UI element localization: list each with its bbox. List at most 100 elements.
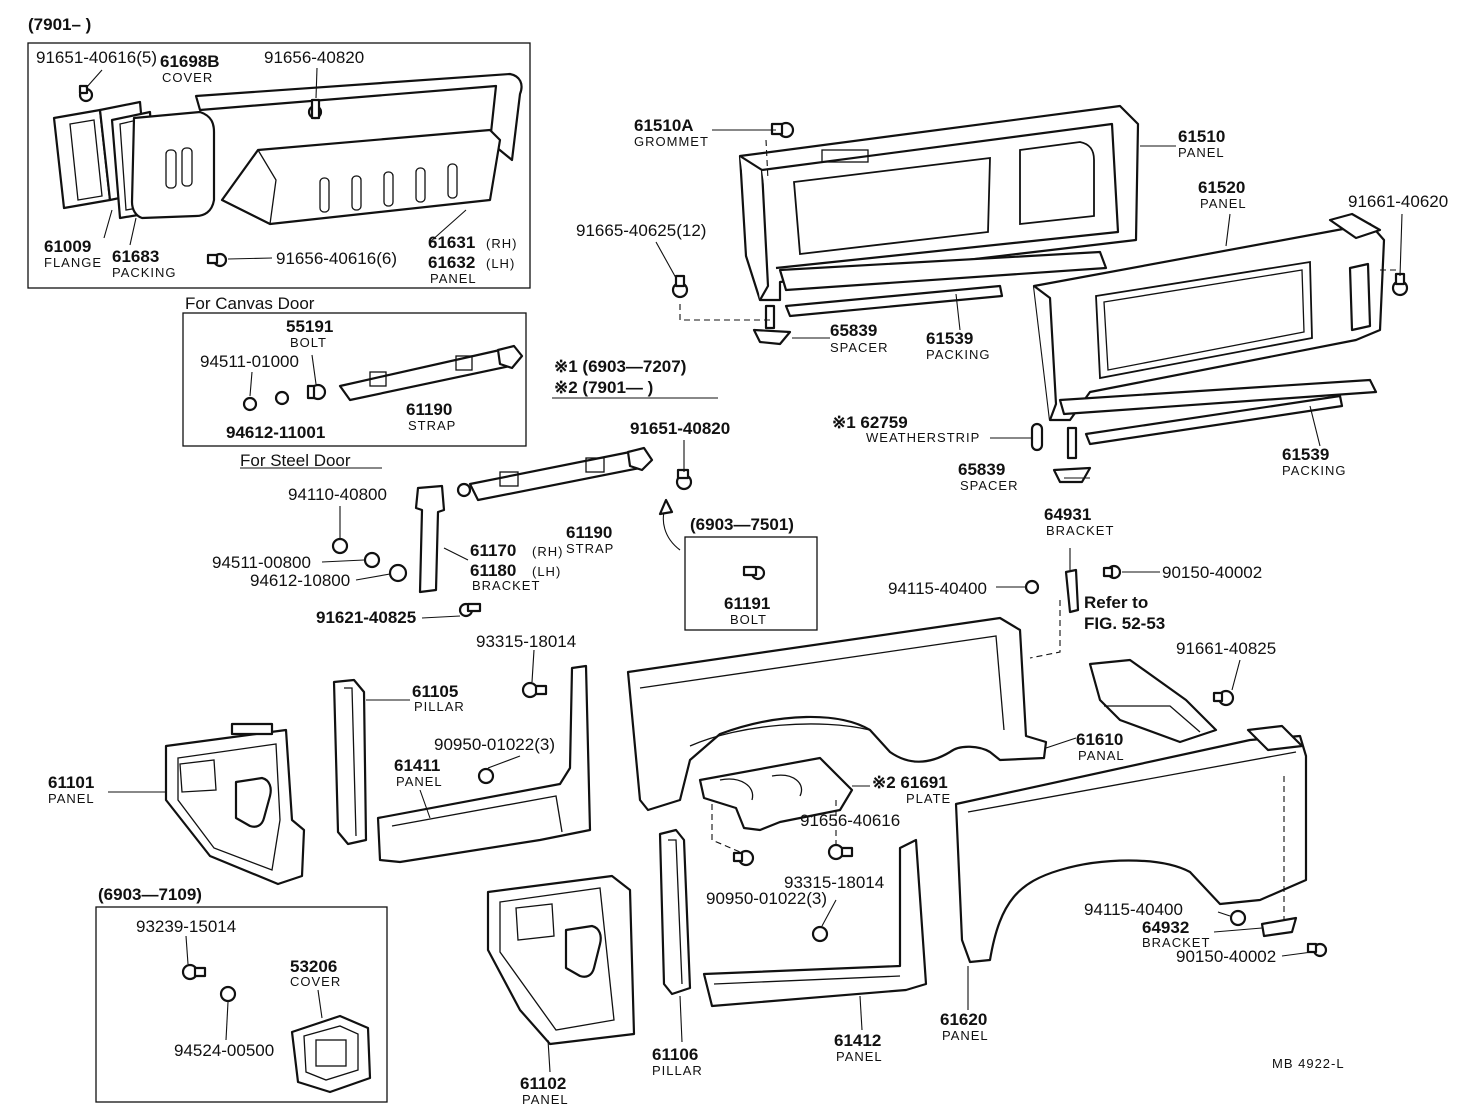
callout-part: 55191 — [286, 317, 333, 336]
box-title-steel-door: For Steel Door — [240, 451, 351, 470]
bracket-64931-area — [1024, 564, 1235, 744]
packing-61539-lower — [1058, 378, 1378, 446]
leaders-bottom — [547, 776, 1313, 1073]
cover-61698b — [130, 110, 216, 220]
callout-name: COVER — [290, 974, 341, 989]
callout-part: 94511-01000 — [200, 352, 299, 371]
fasteners-bottom — [1229, 909, 1328, 958]
callout-part: 91661-40620 — [1348, 192, 1448, 211]
callout-part: 91656-40820 — [264, 48, 364, 67]
callout-part: 94612-10800 — [250, 571, 350, 590]
callout-part: 90950-01022(3) — [706, 889, 827, 908]
callout-part: 93315-18014 — [784, 873, 884, 892]
callout-name: (RH) — [532, 544, 563, 559]
fasteners-upper-right — [671, 121, 1409, 484]
leader-94511-01000 — [249, 371, 253, 397]
box-6903-7501 — [684, 536, 818, 631]
callout-part: 91651-40820 — [630, 419, 730, 438]
callout-name: SPACER — [830, 340, 889, 355]
panel-61620 — [954, 724, 1308, 964]
callout-part: 90150-40002 — [1162, 563, 1262, 582]
callout-part: 61191 — [724, 594, 770, 613]
callout-part: 91651-40616(5) — [36, 48, 157, 67]
callout-part: 61510 — [1178, 127, 1225, 146]
callout-name: BOLT — [730, 612, 767, 627]
callout-part: 64931 — [1044, 505, 1091, 524]
callout-name: PACKING — [1282, 463, 1347, 478]
labels: (7901– ) For Canvas Door For Steel Door … — [28, 15, 1448, 1107]
callout-name: BRACKET — [1046, 523, 1114, 538]
callout-part: 91661-40825 — [1176, 639, 1276, 658]
callout-part: 61539 — [926, 329, 973, 348]
panel-61610 — [626, 616, 1048, 812]
callout-part: 61510A — [634, 116, 694, 135]
callout-part: 61683 — [112, 247, 159, 266]
callout-part: 61190 — [566, 523, 612, 542]
leaders-top-left — [85, 67, 467, 260]
pillar-61106 — [658, 828, 692, 996]
leaders-upper-right — [655, 129, 1403, 479]
callout-part: 94110-40800 — [288, 485, 387, 504]
refer-line-2: FIG. 52-53 — [1084, 614, 1165, 633]
callout-part: 91656-40616(6) — [276, 249, 397, 268]
callout-part: 94612-11001 — [226, 423, 325, 442]
callout-name: PACKING — [926, 347, 991, 362]
callout-name: (LH) — [486, 256, 515, 271]
callout-name: BRACKET — [1142, 935, 1210, 950]
callout-part: 61190 — [406, 400, 452, 419]
callout-part: 94115-40400 — [888, 579, 987, 598]
callout-name: WEATHERSTRIP — [866, 430, 980, 445]
panel-61631 — [194, 72, 523, 226]
callout-name: PACKING — [112, 265, 177, 280]
callout-part: 61539 — [1282, 445, 1329, 464]
panel-61510 — [738, 104, 1140, 302]
callout-name: PANEL — [396, 774, 443, 789]
callout-name: PANAL — [1078, 748, 1125, 763]
cover-53206 — [181, 963, 372, 1094]
callout-name: PILLAR — [414, 699, 465, 714]
canvas-strap-61190 — [242, 344, 524, 412]
box-title-canvas-door: For Canvas Door — [185, 294, 315, 313]
callout-part: 61009 — [44, 237, 91, 256]
callout-part: 61520 — [1198, 178, 1245, 197]
callout-part: 90950-01022(3) — [434, 735, 555, 754]
callout-part: 61105 — [412, 682, 458, 701]
callout-part: 94511-00800 — [212, 553, 311, 572]
panel-61102 — [486, 874, 636, 1046]
callout-name: (LH) — [532, 564, 561, 579]
callout-part: 65839 — [830, 321, 877, 340]
note-1: ※1 (6903—7207) — [554, 357, 686, 376]
box-title-top-left: (7901– ) — [28, 15, 91, 34]
callout-part: 61631 — [428, 233, 475, 252]
callout-part: 61180 — [470, 561, 516, 580]
leader-90950-r — [821, 899, 837, 927]
leaders-middle — [711, 548, 1241, 853]
callout-name: PANEL — [1200, 196, 1247, 211]
callout-name: PANEL — [942, 1028, 989, 1043]
fasteners-steel — [331, 468, 766, 618]
callout-part: 61102 — [520, 1074, 566, 1093]
callout-name: STRAP — [566, 541, 614, 556]
frames — [27, 42, 818, 1103]
callout-name: PANEL — [522, 1092, 569, 1107]
callout-name: BOLT — [290, 335, 327, 350]
callout-part: 61106 — [652, 1045, 698, 1064]
callout-part: 93315-18014 — [476, 632, 576, 651]
callout-name: BRACKET — [472, 578, 540, 593]
pillar-61105 — [332, 678, 368, 846]
callout-name: PANEL — [430, 271, 477, 286]
plate-61691 — [698, 756, 854, 832]
callout-part: 93239-15014 — [136, 917, 236, 936]
panel-61411 — [376, 664, 592, 864]
callout-name: PANEL — [1178, 145, 1225, 160]
callout-part: 61411 — [394, 756, 440, 775]
top-left-box — [27, 42, 531, 289]
callout-part: 61412 — [834, 1031, 881, 1050]
callout-name: PANEL — [48, 791, 95, 806]
panel-61520 — [1032, 212, 1386, 422]
callout-name: STRAP — [408, 418, 456, 433]
packing-61539-upper — [778, 250, 1108, 318]
canvas-door-box — [182, 312, 527, 447]
